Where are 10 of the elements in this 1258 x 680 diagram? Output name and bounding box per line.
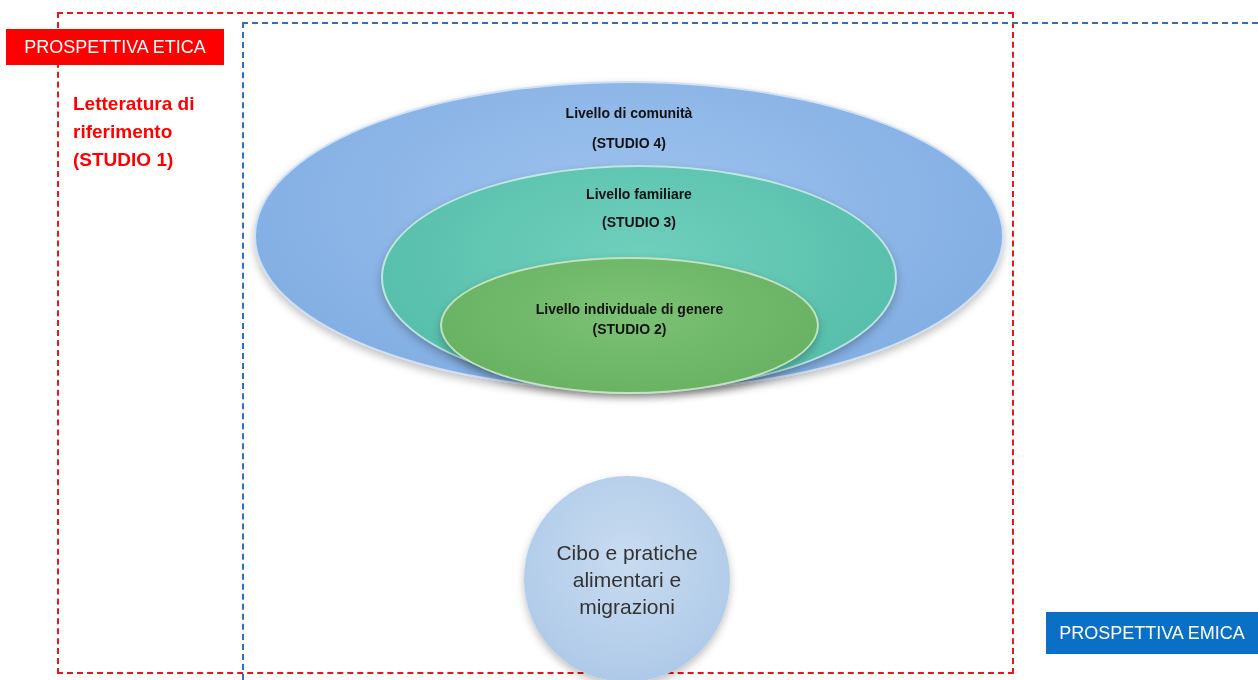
perspective-label: PROSPETTIVA EMICA: [1046, 612, 1258, 654]
level-title: Livello individuale di genere: [534, 301, 725, 317]
study-label: (STUDIO 2): [591, 321, 668, 337]
study-label: (STUDIO 4): [591, 135, 667, 151]
perspective-label: PROSPETTIVA ETICA: [6, 29, 224, 65]
level-title: Livello di comunità: [564, 105, 694, 121]
topic-text: Cibo e pratiche alimentari e migrazioni: [555, 539, 699, 620]
reference-text: Letteratura di riferimento (STUDIO 1): [73, 92, 196, 172]
study-label: (STUDIO 3): [601, 214, 677, 230]
level-title: Livello familiare: [585, 186, 693, 202]
